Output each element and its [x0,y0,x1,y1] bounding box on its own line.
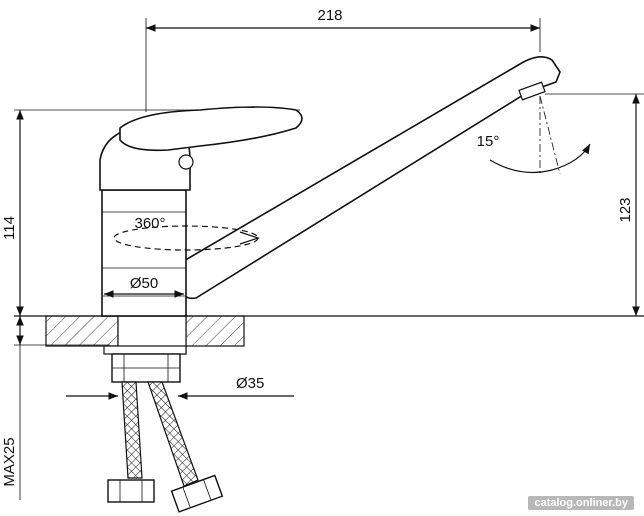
dimension-counter-thickness-label: MAX25 [1,437,18,486]
rotation-indicator: 360° [113,215,260,251]
supply-hoses [107,381,224,513]
dimension-total-height-label: 114 [1,216,18,240]
dimension-reach: 218 [145,7,541,112]
spout-angle-indicator: 15° [477,95,591,176]
dimension-mount-diameter: Ø35 [66,375,294,400]
rotation-label: 360° [134,215,165,232]
spout-angle-label: 15° [477,133,500,150]
hose-end-nut-left [107,479,155,503]
dimension-mount-diameter-label: Ø35 [236,375,264,392]
dimension-body-diameter-label: Ø50 [130,275,158,292]
hose-end-nut-right [170,474,224,513]
dimension-spout-height: 123 [545,93,644,316]
watermark: catalog.onliner.by [528,496,634,510]
faucet-body [99,56,561,317]
dimension-reach-label: 218 [317,7,342,24]
countertop-section [45,315,245,347]
dimension-body-diameter: Ø50 [104,275,184,298]
mounting-assembly [103,315,187,383]
dimension-spout-height-label: 123 [617,197,634,222]
